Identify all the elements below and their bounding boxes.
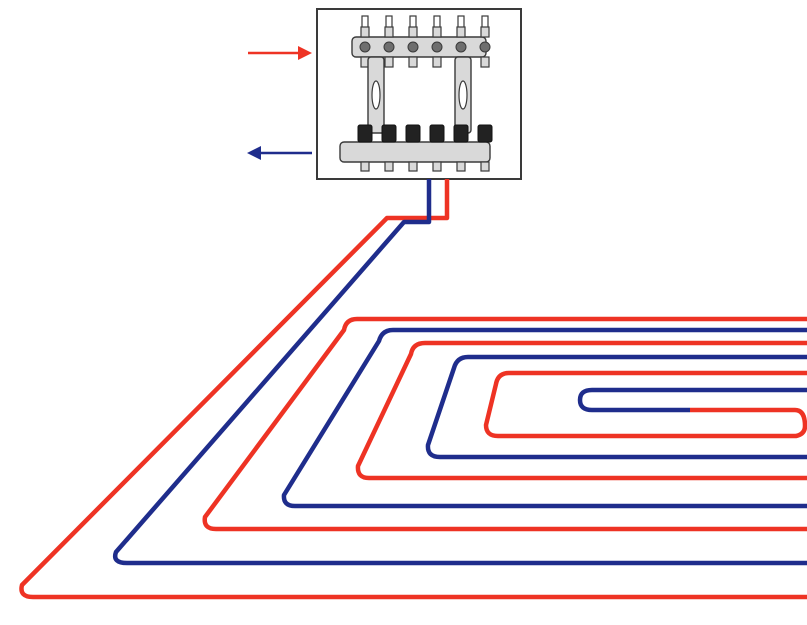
return-feed-pipe — [112, 179, 807, 566]
return-valve — [405, 124, 421, 172]
supply-center-turn — [690, 407, 807, 427]
return-valve — [357, 124, 373, 172]
return-valve — [429, 124, 445, 172]
return-valve — [453, 124, 469, 172]
supply-loop-2 — [355, 340, 807, 481]
return-bar — [339, 141, 491, 163]
supply-valve — [359, 15, 371, 68]
supply-arrow-icon — [248, 46, 312, 60]
supply-valves — [359, 15, 491, 68]
supply-loop-3 — [483, 370, 807, 439]
return-valves — [357, 124, 493, 172]
supply-loop-1 — [202, 316, 807, 532]
manifold — [316, 8, 522, 180]
return-arrow-icon — [247, 146, 312, 160]
return-loop-1 — [281, 327, 807, 509]
supply-valve — [383, 15, 395, 68]
supply-feed-pipe — [19, 179, 807, 600]
return-center-turn — [577, 387, 807, 413]
supply-valve — [431, 15, 443, 68]
return-valve — [477, 124, 493, 172]
supply-valve — [407, 15, 419, 68]
supply-valve — [479, 15, 491, 68]
return-valve — [381, 124, 397, 172]
return-loop-2 — [425, 354, 807, 460]
